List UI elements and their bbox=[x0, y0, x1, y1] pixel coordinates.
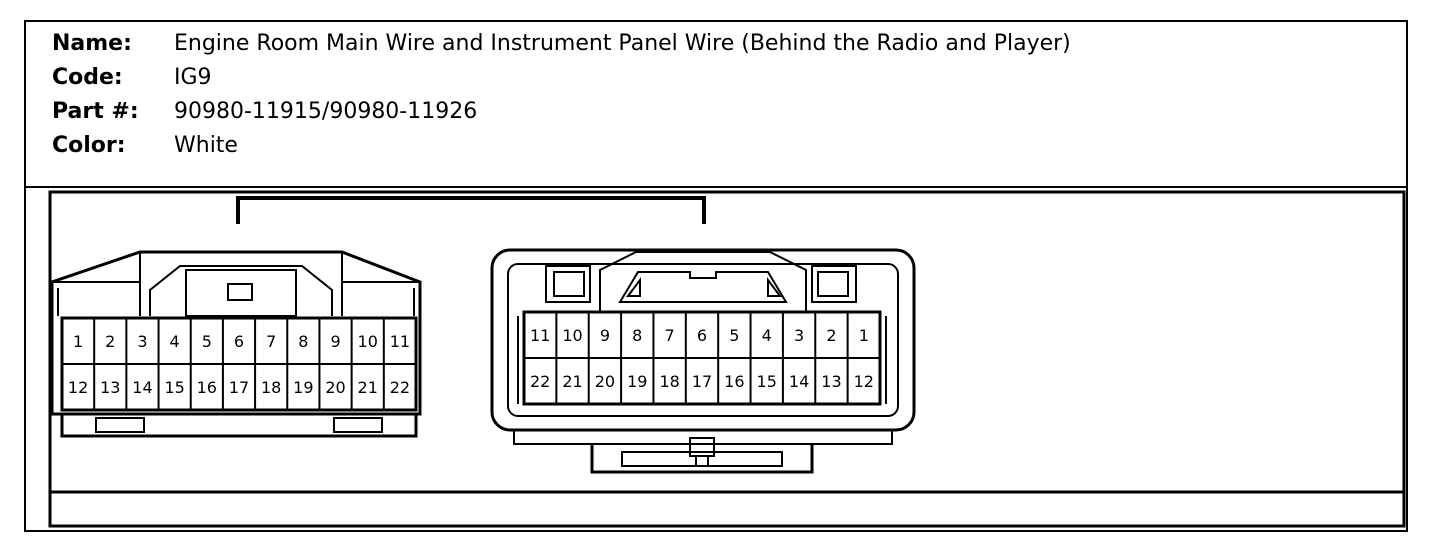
right-foot-key bbox=[689, 437, 715, 457]
left-pin-label: 5 bbox=[202, 332, 212, 351]
left-pin-label: 1 bbox=[73, 332, 83, 351]
right-pin-label: 6 bbox=[697, 326, 707, 345]
drawing-area bbox=[48, 190, 1406, 528]
left-pin-label: 7 bbox=[266, 332, 276, 351]
right-pin-label: 16 bbox=[724, 372, 744, 391]
left-pin-label: 12 bbox=[68, 378, 88, 397]
left-pin-label: 19 bbox=[293, 378, 313, 397]
right-pin-label: 18 bbox=[659, 372, 679, 391]
left-pin-label: 11 bbox=[390, 332, 410, 351]
left-pin-label: 9 bbox=[330, 332, 340, 351]
right-pin-label: 14 bbox=[789, 372, 809, 391]
left-pin-label: 3 bbox=[137, 332, 147, 351]
left-pin-label: 2 bbox=[105, 332, 115, 351]
left-pin-label: 17 bbox=[229, 378, 249, 397]
left-housing-side-rails bbox=[57, 288, 415, 316]
right-pin-label: 13 bbox=[821, 372, 841, 391]
right-key-right-outer bbox=[811, 265, 857, 303]
left-pin-label: 10 bbox=[358, 332, 378, 351]
color-value: White bbox=[174, 133, 238, 158]
right-key-right-inner bbox=[817, 271, 849, 297]
left-bottom-key-left bbox=[95, 417, 145, 433]
left-pin-label: 13 bbox=[100, 378, 120, 397]
right-pin-label: 19 bbox=[627, 372, 647, 391]
code-label: Code: bbox=[52, 65, 123, 90]
right-pin-label: 12 bbox=[854, 372, 874, 391]
right-pin-label: 9 bbox=[600, 326, 610, 345]
name-label: Name: bbox=[52, 31, 132, 56]
right-key-left-outer bbox=[545, 265, 591, 303]
left-pin-label: 15 bbox=[164, 378, 184, 397]
right-latch-outline bbox=[599, 251, 807, 312]
right-connector bbox=[490, 248, 916, 474]
right-pin-label: 20 bbox=[595, 372, 615, 391]
right-pin-label: 22 bbox=[530, 372, 550, 391]
right-latch-hooks bbox=[626, 277, 782, 297]
left-bottom-rail bbox=[60, 414, 418, 438]
right-pin-label: 15 bbox=[757, 372, 777, 391]
right-pin-label: 10 bbox=[562, 326, 582, 345]
left-pin-label: 18 bbox=[261, 378, 281, 397]
color-label: Color: bbox=[52, 133, 126, 158]
right-connector-housing bbox=[490, 248, 916, 432]
right-pin-label: 3 bbox=[794, 326, 804, 345]
part-label: Part #: bbox=[52, 99, 139, 124]
right-pin-label: 8 bbox=[632, 326, 642, 345]
right-bottom-foot bbox=[590, 444, 814, 474]
right-pin-label: 5 bbox=[729, 326, 739, 345]
right-housing-inner bbox=[507, 263, 899, 417]
diagram-frame bbox=[24, 20, 1408, 532]
left-connector bbox=[50, 250, 422, 438]
left-latch-window bbox=[185, 269, 297, 317]
left-pin-label: 16 bbox=[197, 378, 217, 397]
right-pin-label: 11 bbox=[530, 326, 550, 345]
left-bottom-key-right bbox=[333, 417, 383, 433]
right-pin-label: 17 bbox=[692, 372, 712, 391]
left-pin-label: 4 bbox=[170, 332, 180, 351]
code-value: IG9 bbox=[174, 65, 212, 90]
right-pin-label: 21 bbox=[562, 372, 582, 391]
left-pin-label: 21 bbox=[358, 378, 378, 397]
right-pin-label: 1 bbox=[859, 326, 869, 345]
connector-bracket bbox=[236, 196, 706, 224]
left-pin-label: 8 bbox=[298, 332, 308, 351]
left-pin-label: 14 bbox=[132, 378, 152, 397]
right-pin-label: 7 bbox=[665, 326, 675, 345]
right-foot-slot bbox=[621, 451, 783, 467]
right-bottom-lip bbox=[513, 430, 893, 445]
part-value: 90980-11915/90980-11926 bbox=[174, 99, 478, 124]
left-pin-label: 20 bbox=[325, 378, 345, 397]
left-pin-label: 22 bbox=[390, 378, 410, 397]
right-pin-label: 2 bbox=[826, 326, 836, 345]
left-latch-outline bbox=[149, 265, 333, 316]
right-pin-label: 4 bbox=[762, 326, 772, 345]
left-pin-label: 6 bbox=[234, 332, 244, 351]
left-latch-tab bbox=[227, 283, 253, 301]
name-value: Engine Room Main Wire and Instrument Pan… bbox=[174, 31, 1071, 56]
right-latch-window bbox=[618, 271, 788, 303]
right-key-left-inner bbox=[553, 271, 585, 297]
right-foot-key-stub bbox=[695, 455, 709, 467]
